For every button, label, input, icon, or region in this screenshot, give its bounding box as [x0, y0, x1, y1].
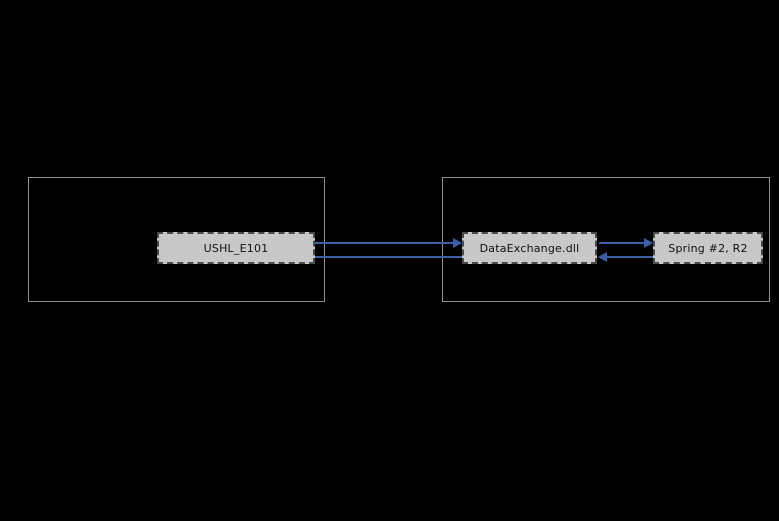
node-spring-2-r2[interactable]: Spring #2, R2: [653, 232, 763, 264]
annotation-top-note: ...: [157, 88, 166, 98]
node-spring-2-r2-label: Spring #2, R2: [668, 241, 748, 255]
node-ushl-e101-label: USHL_E101: [203, 241, 269, 255]
edge-dataexchange-to-ushl-line: [315, 256, 463, 258]
edge-dataexchange-to-spring-arrowhead-icon: [644, 238, 653, 248]
node-dataexchange-dll-label: DataExchange.dll: [479, 241, 580, 255]
node-ushl-e101[interactable]: USHL_E101: [157, 232, 315, 264]
edge-dataexchange-to-spring-line: [599, 242, 644, 244]
edge-ushl-to-dataexchange-line: [315, 242, 453, 244]
container-right-group[interactable]: [442, 177, 770, 302]
edge-spring-to-dataexchange-line: [607, 256, 654, 258]
container-left-group[interactable]: [28, 177, 325, 302]
edge-spring-to-dataexchange-arrowhead-icon: [598, 252, 607, 262]
node-dataexchange-dll[interactable]: DataExchange.dll: [462, 232, 597, 264]
annotation-bottom-note: ...: [157, 320, 166, 330]
edge-ushl-to-dataexchange-arrowhead-icon: [453, 238, 462, 248]
